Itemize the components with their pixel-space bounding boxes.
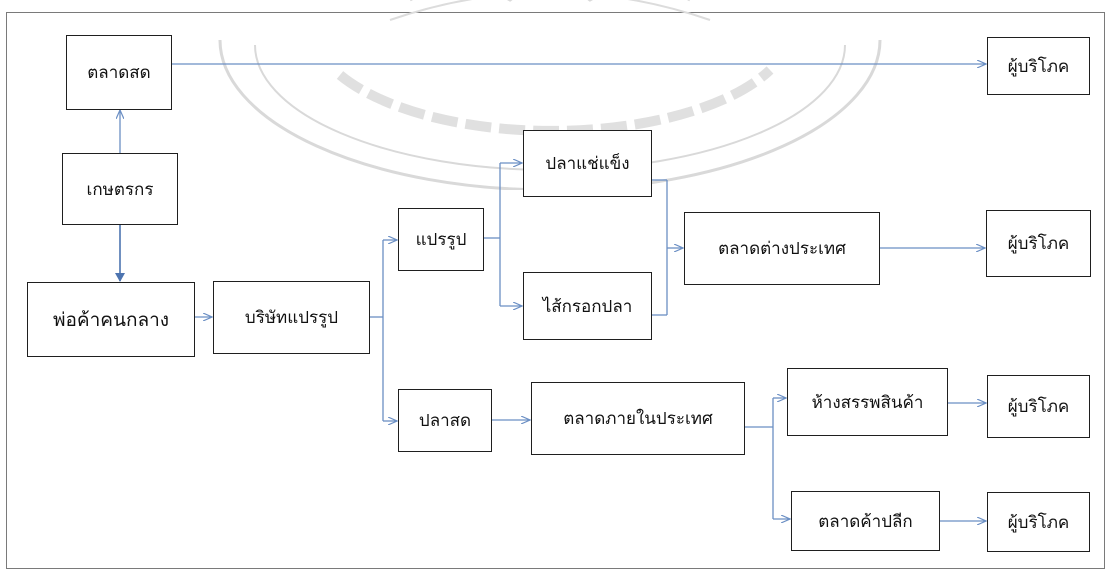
- node-processor: บริษัทแปรรูป: [213, 281, 370, 354]
- node-fresh-market: ตลาดสด: [66, 35, 172, 110]
- node-domestic-market: ตลาดภายในประเทศ: [531, 382, 745, 455]
- node-middleman: พ่อค้าคนกลาง: [27, 282, 195, 357]
- node-processed: แปรรูป: [398, 208, 484, 271]
- node-fresh-fish: ปลาสด: [398, 389, 492, 452]
- node-foreign-market: ตลาดต่างประเทศ: [684, 212, 880, 285]
- node-frozen-fish: ปลาแช่แข็ง: [523, 130, 652, 197]
- node-farmer: เกษตรกร: [62, 153, 178, 225]
- node-consumer: ผู้บริโภค: [987, 492, 1090, 552]
- node-consumer: ผู้บริโภค: [986, 210, 1091, 277]
- node-retail-market: ตลาดค้าปลีก: [791, 491, 940, 551]
- node-department-store: ห้างสรรพสินค้า: [787, 368, 948, 436]
- node-fish-sausage: ไส้กรอกปลา: [523, 272, 652, 340]
- node-consumer: ผู้บริโภค: [987, 37, 1090, 95]
- node-consumer: ผู้บริโภค: [987, 375, 1090, 438]
